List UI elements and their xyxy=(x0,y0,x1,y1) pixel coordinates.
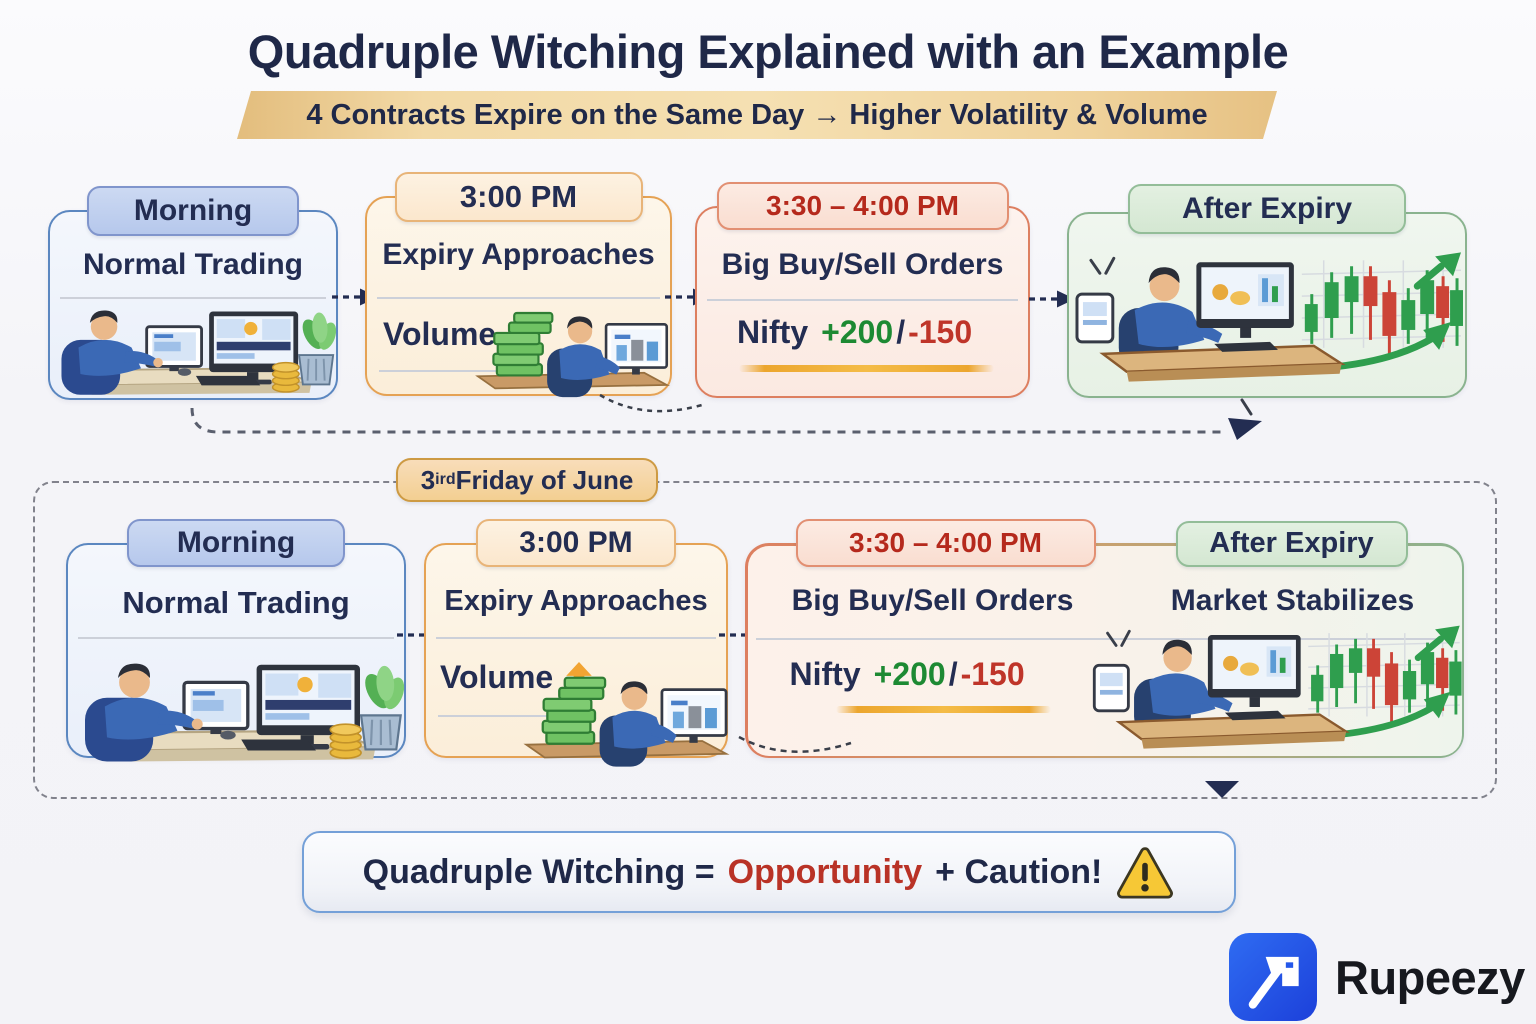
third-friday-zone xyxy=(33,481,1497,799)
warning-triangle-icon xyxy=(1115,845,1175,899)
trader-chart-illustration xyxy=(1075,244,1463,394)
nifty-separator: / xyxy=(896,314,906,350)
row1-close-window-caption: Big Buy/Sell Orders xyxy=(721,248,1004,281)
row1-morning-header: Morning xyxy=(87,186,299,236)
divider xyxy=(60,297,326,299)
brand-name: Rupeezy xyxy=(1335,950,1525,1004)
nifty-separator: / xyxy=(948,655,958,692)
page-title: Quadruple Witching Explained with an Exa… xyxy=(247,25,1289,78)
row2-close-window-caption: Big Buy/Sell Orders xyxy=(791,583,1074,617)
row1-3pm-header: 3:00 PM xyxy=(394,172,643,222)
row2-close-after-panel: 3:30 – 4:00 PM After Expiry Big Buy/Sell… xyxy=(745,518,1464,758)
conclusion-lead: Quadruple Witching = xyxy=(362,852,715,891)
nifty-up-value: +200 xyxy=(821,314,894,350)
nifty-label: Nifty xyxy=(789,655,861,692)
row2-3pm-caption: Expiry Approaches xyxy=(444,585,708,617)
volume-label: Volume xyxy=(440,659,554,695)
brand-lockup: Rupeezy xyxy=(1229,933,1525,1021)
divider xyxy=(755,637,1454,640)
gold-underline xyxy=(739,365,994,372)
dashed-flow-connector xyxy=(190,398,1262,440)
row1-after-expiry-box: After Expiry xyxy=(1067,184,1467,398)
conclusion-banner: Quadruple Witching = Opportunity + Cauti… xyxy=(302,831,1236,913)
divider xyxy=(377,297,660,299)
volume-label: Volume xyxy=(383,316,497,352)
row2-close-window-header: 3:30 – 4:00 PM xyxy=(795,518,1096,567)
row2-3pm-header: 3:00 PM xyxy=(476,519,676,567)
nifty-down-value: -150 xyxy=(960,655,1025,692)
dashed-swoosh xyxy=(738,735,852,753)
row1-close-window-header: 3:30 – 4:00 PM xyxy=(716,182,1009,230)
row2-morning-header: Morning xyxy=(127,519,345,567)
divider xyxy=(436,637,716,639)
row2-after-expiry-header: After Expiry xyxy=(1175,520,1408,567)
row1-after-expiry-header: After Expiry xyxy=(1128,184,1406,234)
row2-after-expiry-caption: Market Stabilizes xyxy=(1170,583,1415,617)
conclusion-highlight: Opportunity xyxy=(727,852,923,891)
gold-underline xyxy=(835,705,1051,713)
nifty-range-row: Nifty +200 / -150 xyxy=(737,314,972,351)
volume-row: Volume xyxy=(383,316,535,353)
subtitle-ribbon: 4 Contracts Expire on the Same Day → Hig… xyxy=(237,91,1277,139)
row1-close-window-box: 3:30 – 4:00 PM Big Buy/Sell Orders Nifty… xyxy=(695,182,1030,398)
row1-morning-box: Morning Normal Trading xyxy=(48,186,338,402)
dashed-swoosh xyxy=(599,393,703,413)
row2-morning-box: Morning Normal Trading xyxy=(66,519,406,758)
row2-3pm-box: 3:00 PM Expiry Approaches Volume xyxy=(424,519,728,758)
divider xyxy=(707,299,1018,301)
trader-desk-illustration xyxy=(52,292,336,402)
nifty-up-value: +200 xyxy=(873,655,946,692)
timeline-number: 3 xyxy=(420,464,436,495)
nifty-label: Nifty xyxy=(737,314,809,350)
row1-morning-caption: Normal Trading xyxy=(82,248,304,281)
row2-morning-caption: Normal Trading xyxy=(122,585,350,620)
row1-3pm-box: 3:00 PM Expiry Approaches Volume xyxy=(365,172,672,396)
timeline-text: Friday of June xyxy=(455,464,634,495)
timeline-ordinal: ird xyxy=(435,471,456,488)
divider xyxy=(78,637,394,639)
trader-desk-illustration xyxy=(74,642,404,770)
row1-3pm-caption: Expiry Approaches xyxy=(382,238,655,271)
rupeezy-logo-icon xyxy=(1229,933,1317,1021)
volume-up-arrow-icon xyxy=(509,319,535,351)
volume-row: Volume xyxy=(440,659,592,696)
subtitle-text: 4 Contracts Expire on the Same Day → Hig… xyxy=(306,98,1208,131)
divider xyxy=(438,715,578,717)
divider xyxy=(379,370,529,372)
volume-up-arrow-icon xyxy=(566,662,592,694)
down-arrow-icon xyxy=(1205,781,1239,798)
nifty-down-value: -150 xyxy=(908,314,973,350)
nifty-range-row: Nifty +200 / -150 xyxy=(790,656,1025,693)
conclusion-tail: + Caution! xyxy=(935,852,1103,891)
